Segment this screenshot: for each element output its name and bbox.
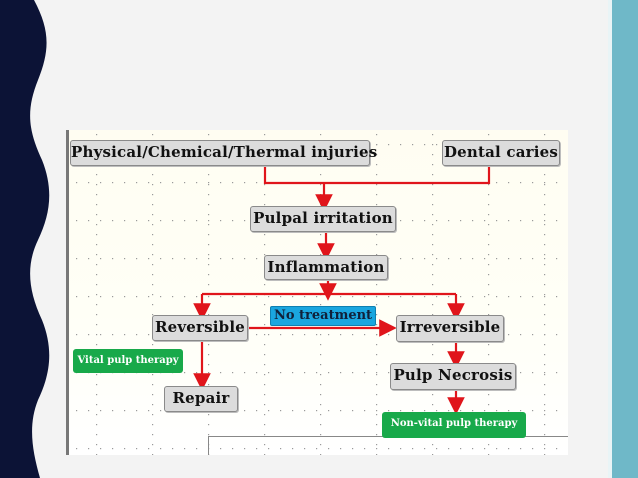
node-irreversible: Irreversible [396, 315, 504, 342]
right-accent-strip [612, 0, 638, 478]
arrow-injuries-merge [263, 166, 324, 185]
tag-no-treatment: No treatment [270, 306, 376, 326]
flow-arrows [193, 166, 491, 415]
node-injuries: Physical/Chemical/Thermal injuries [70, 140, 377, 166]
arrow-caries-merge [324, 166, 491, 185]
right-accent-highlight [608, 0, 612, 478]
tag-non-vital-pulp-therapy: Non-vital pulp therapy [382, 412, 526, 438]
flowchart-panel: Physical/Chemical/Thermal injuries Denta… [66, 130, 568, 455]
node-repair: Repair [164, 386, 238, 412]
node-reversible: Reversible [152, 315, 248, 341]
node-caries: Dental caries [442, 140, 560, 166]
tag-vital-pulp-therapy: Vital pulp therapy [73, 349, 183, 373]
flowchart-left-border [66, 130, 69, 455]
node-pulpal-irritation: Pulpal irritation [250, 206, 396, 232]
node-inflammation: Inflammation [264, 255, 388, 280]
node-pulp-necrosis: Pulp Necrosis [390, 363, 516, 390]
wave-border-decoration [0, 0, 50, 478]
